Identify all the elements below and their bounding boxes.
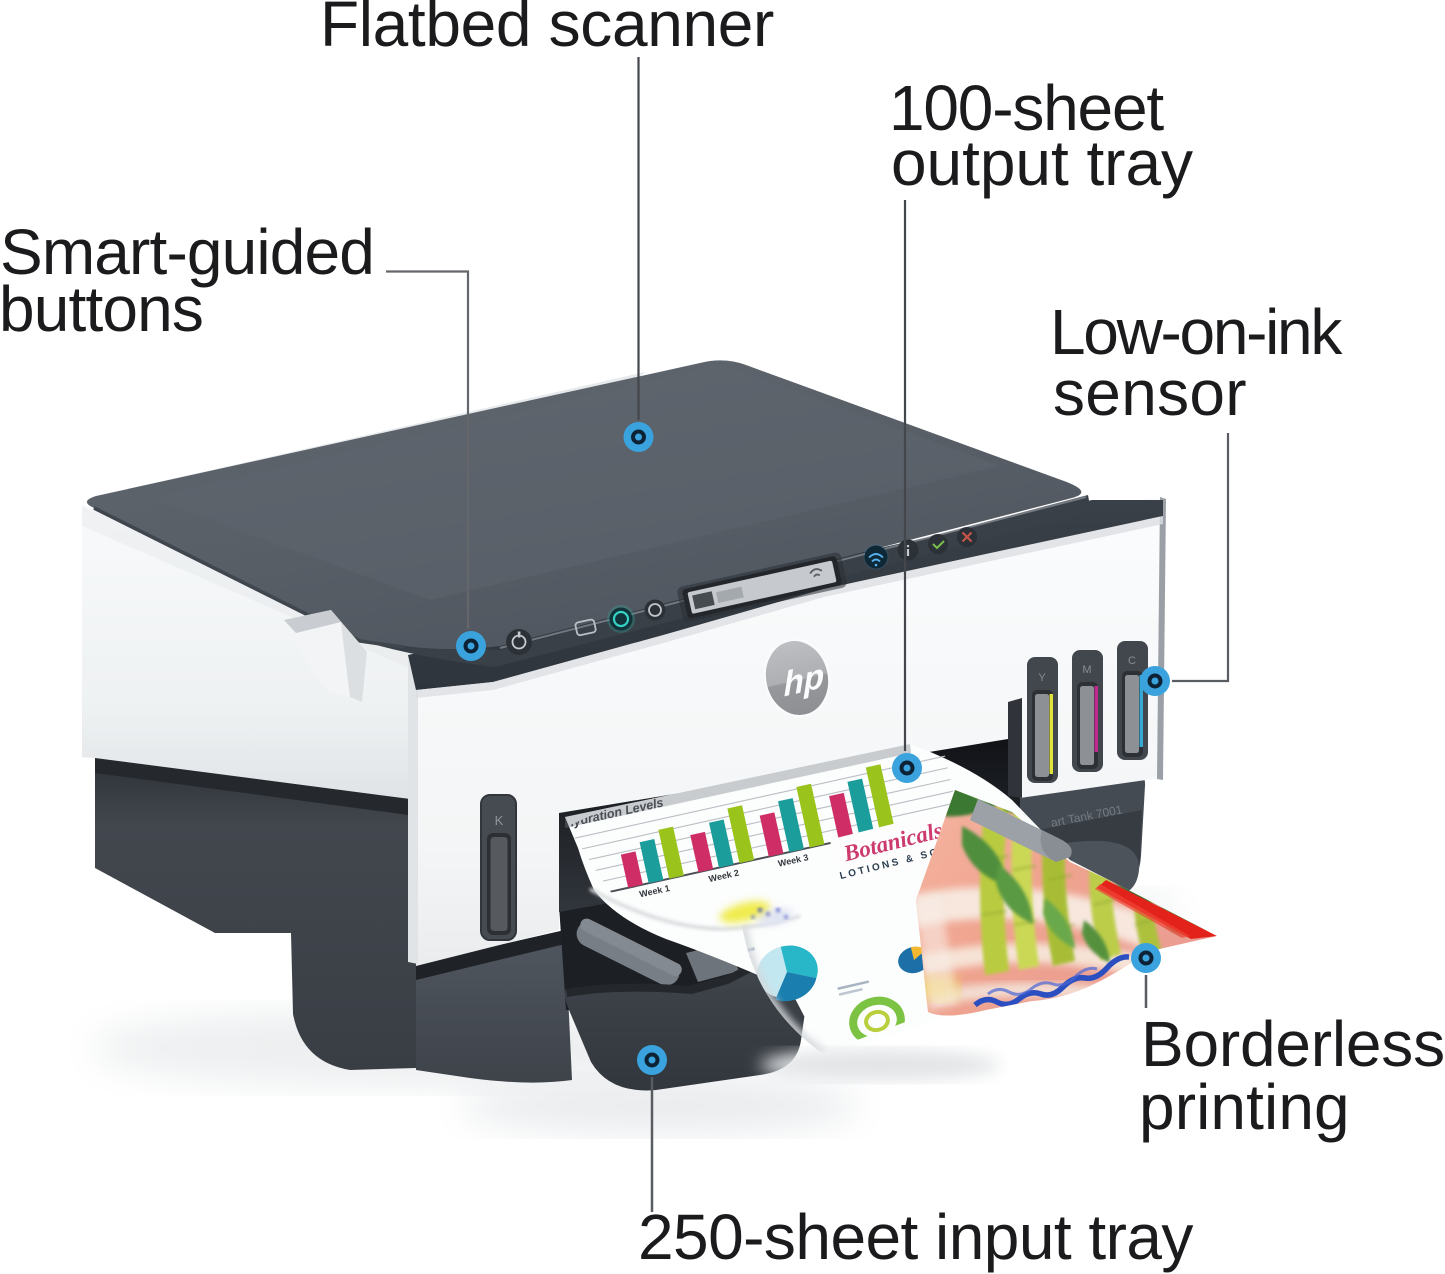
svg-text:M: M — [1082, 664, 1091, 676]
svg-text:C: C — [1128, 655, 1136, 667]
svg-text:K: K — [495, 813, 504, 828]
svg-text:Y: Y — [1038, 672, 1046, 684]
